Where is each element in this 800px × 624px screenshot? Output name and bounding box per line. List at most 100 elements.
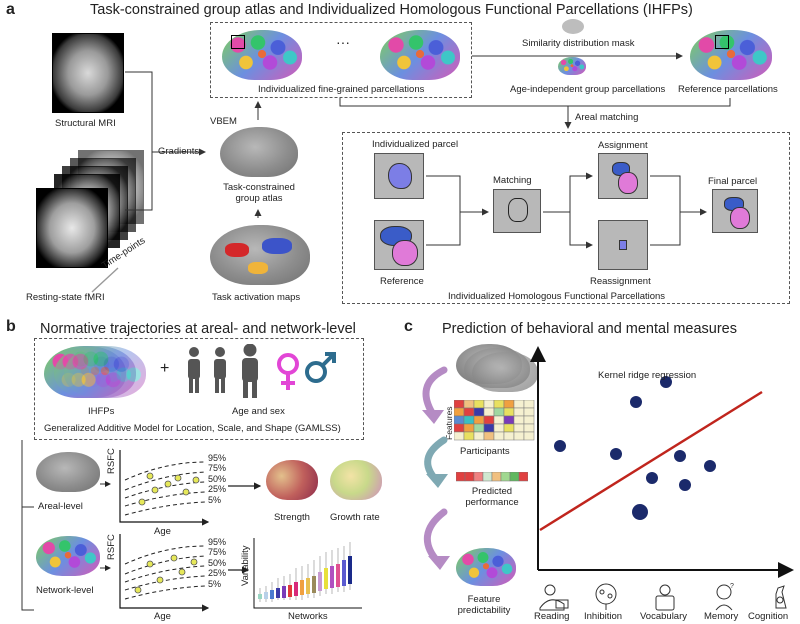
process-arrows — [422, 366, 450, 570]
reference-shape-pink — [392, 240, 418, 266]
activation-blob — [262, 238, 292, 254]
resting-fmri-label: Resting-state fMRI — [26, 292, 105, 303]
predicted-performance-strip — [456, 472, 528, 482]
task-activation-label: Task activation maps — [212, 292, 301, 303]
percentile-label: 50% — [208, 473, 227, 484]
rsfc-axis-label: RSFC — [106, 534, 117, 560]
domain-inhibition: Inhibition — [584, 611, 623, 622]
reassignment-label: Reassignment — [590, 276, 651, 287]
domain-icons: ? — [539, 583, 787, 611]
plus-sign: + — [160, 360, 170, 377]
similarity-mask-brain — [562, 19, 584, 34]
person-icon — [188, 344, 258, 398]
gamlss-label: Generalized Additive Model for Location,… — [44, 423, 341, 434]
percentile-label: 25% — [208, 568, 227, 579]
zoom-square — [715, 35, 729, 49]
participants-label: Participants — [460, 446, 510, 457]
predicted-performance-label: Predicted performance — [465, 486, 519, 508]
variability-boxplot — [253, 538, 362, 609]
variability-axis-label: Variability — [240, 545, 251, 586]
ellipsis: ··· — [336, 34, 350, 50]
svg-text:?: ? — [730, 583, 734, 590]
age-independent-brain — [558, 57, 586, 75]
reference-label: Reference — [380, 276, 424, 287]
task-atlas-brain — [220, 127, 298, 177]
assignment-shape-pink — [618, 172, 638, 194]
areal-level-label: Areal-level — [38, 501, 83, 512]
percentile-label: 5% — [208, 578, 222, 589]
areal-matching-label: Areal matching — [575, 112, 639, 123]
percentile-label: 50% — [208, 557, 227, 568]
rsfc-axis-label: RSFC — [106, 448, 117, 474]
areal-percentiles: 95% 75% 50% 25% 5% — [208, 453, 226, 505]
feature-predictability-label: Feature predictability — [457, 594, 511, 616]
individual-parcel-shape — [388, 163, 412, 189]
domain-memory: Memory — [704, 611, 739, 622]
task-atlas-label: Task-constrained group atlas — [223, 182, 295, 204]
panel-a-title: Task-constrained group atlas and Individ… — [90, 2, 693, 18]
panel-a-letter: a — [6, 1, 15, 18]
kernel-ridge-label: Kernel ridge regression — [598, 370, 697, 381]
percentile-label: 95% — [208, 537, 227, 547]
network-level-label: Network-level — [36, 585, 94, 596]
individualized-parcel-label: Individualized parcel — [372, 139, 459, 150]
regression-plot — [530, 346, 794, 578]
percentile-label: 5% — [208, 494, 222, 505]
age-and-sex-label: Age and sex — [232, 406, 285, 417]
percentile-label: 25% — [208, 484, 227, 495]
assignment-label: Assignment — [598, 140, 648, 151]
percentile-label: 75% — [208, 463, 227, 474]
final-parcel-label: Final parcel — [708, 176, 758, 187]
age-axis-label: Age — [154, 611, 171, 622]
panel-c-letter: c — [404, 318, 413, 335]
panel-b-plots — [21, 440, 262, 612]
similarity-mask-label: Similarity distribution mask — [522, 38, 635, 49]
structural-mri-image — [52, 33, 124, 113]
reference-parcellations-label: Reference parcellations — [678, 84, 778, 95]
scatter-points — [554, 376, 716, 520]
domain-cognition: Cognition — [748, 611, 789, 622]
ihfps-full-label: Individualized Homologous Functional Par… — [448, 291, 666, 302]
network-percentiles: 95% 75% 50% 25% 5% — [208, 537, 226, 589]
reassignment-tile — [598, 220, 648, 270]
matching-label: Matching — [493, 175, 532, 186]
regression-line — [539, 390, 763, 532]
gamlss-box — [34, 338, 364, 440]
growth-rate-brain — [330, 460, 382, 500]
age-axis-label: Age — [154, 526, 171, 537]
percentile-label: 95% — [208, 453, 227, 463]
vbem-label: VBEM — [210, 116, 237, 127]
strength-brain — [266, 460, 318, 500]
panel-c-title: Prediction of behavioral and mental meas… — [442, 321, 737, 337]
reassignment-shape — [619, 240, 627, 250]
ihfps-box — [342, 132, 790, 304]
age-independent-label: Age-independent group parcellations — [510, 84, 666, 95]
individual-parcellation-brain — [222, 30, 302, 80]
panel-b-letter: b — [6, 318, 16, 335]
feature-predictability-brain — [456, 548, 516, 586]
domain-reading: Reading — [534, 611, 570, 622]
panel-a-arrows — [91, 52, 731, 293]
ihfps-brain — [64, 346, 146, 398]
reference-parcellation-brain — [690, 30, 772, 80]
zoom-square — [231, 35, 245, 49]
networks-axis-label: Networks — [288, 611, 328, 622]
fmri-image — [36, 188, 108, 268]
people-and-sex-icons — [188, 344, 336, 398]
feature-matrix — [454, 400, 535, 441]
matching-outline — [508, 198, 528, 222]
ihfps-label: IHFPs — [88, 406, 115, 417]
individualized-fine-box — [210, 22, 472, 98]
panel-b-title: Normative trajectories at areal- and net… — [40, 321, 356, 337]
individualized-fine-label: Individualized fine-grained parcellation… — [258, 84, 425, 95]
network-level-brain — [36, 536, 100, 576]
final-shape-pink — [730, 207, 750, 229]
percentile-label: 75% — [208, 547, 227, 558]
activation-blob — [248, 262, 268, 274]
areal-level-brain — [36, 452, 100, 492]
structural-mri-label: Structural MRI — [55, 118, 116, 129]
strength-label: Strength — [274, 512, 310, 523]
feature-brain — [472, 352, 538, 392]
activation-blob — [225, 243, 249, 257]
matching-tile — [493, 189, 541, 233]
